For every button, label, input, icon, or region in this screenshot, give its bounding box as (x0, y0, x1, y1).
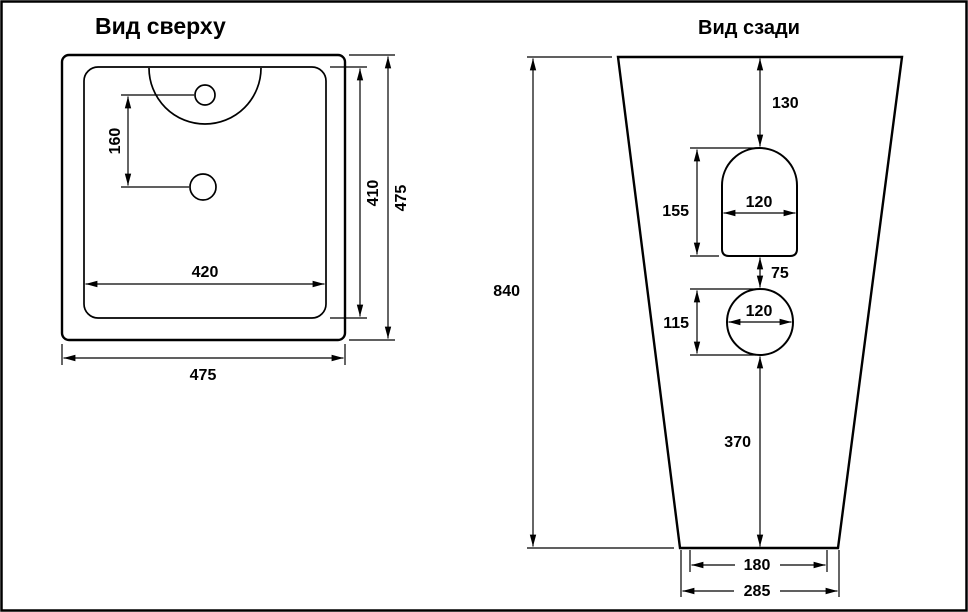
dim-label-base-outer-width: 285 (744, 583, 771, 600)
label-mask (735, 554, 780, 572)
pedestal-outline (616, 55, 904, 550)
dim-label-hole-to-floor: 370 (724, 434, 751, 451)
top-view: Вид сверху 160 420 410 475 (60, 13, 410, 384)
dim-label-hole-width: 120 (746, 303, 773, 320)
dim-label-slot-to-hole-gap: 75 (771, 265, 789, 282)
back-view-title: Вид сзади (698, 17, 800, 39)
faucet-deck-arc (148, 67, 262, 125)
dim-label-hole-height: 115 (663, 315, 689, 332)
dim-label-faucet-to-drain: 160 (107, 128, 124, 155)
faucet-hole (194, 84, 216, 106)
dim-label-overall-depth: 475 (393, 185, 410, 212)
basin-inner-edge (83, 66, 327, 319)
dim-label-overall-width: 475 (190, 367, 217, 384)
pipe-hole (726, 288, 794, 356)
back-view: Вид сзади 840 130 155 120 75 (493, 17, 904, 600)
dim-label-overall-height: 840 (493, 283, 520, 300)
dim-label-slot-width: 120 (746, 194, 773, 211)
drain-hole (189, 173, 217, 201)
label-mask (734, 581, 780, 599)
top-view-title: Вид сверху (95, 13, 226, 39)
sink-outer-edge (60, 53, 347, 342)
drain-slot (721, 147, 798, 257)
dim-label-base-inner-width: 180 (744, 557, 771, 574)
dim-label-basin-depth: 410 (365, 180, 382, 207)
dim-label-slot-height: 155 (662, 203, 689, 220)
dim-label-basin-width: 420 (192, 264, 219, 281)
dim-label-top-to-slot: 130 (772, 95, 799, 112)
